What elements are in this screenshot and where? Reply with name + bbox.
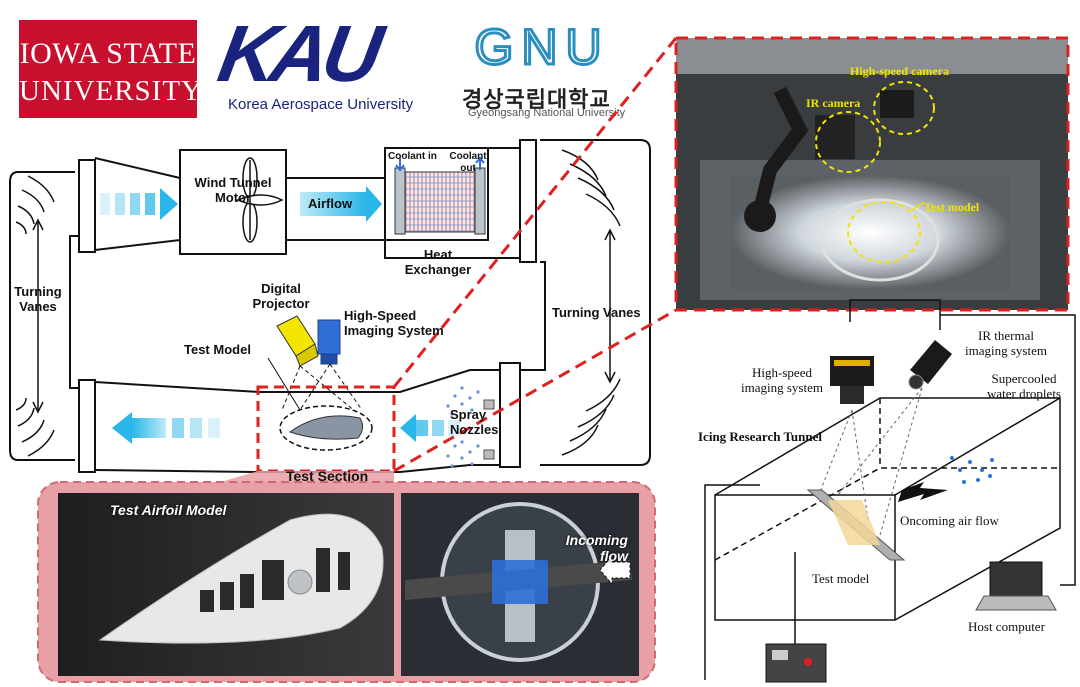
turning-vanes-arrows [32,218,616,414]
digital-projector-label: Digital Projector [252,281,310,311]
schematic-hidden-line [714,467,1060,561]
tunnel-photo-frame [674,36,1070,312]
gnu-logo-mark: GNU [473,20,609,72]
test-model-surface [828,500,880,545]
gnu-logo-korean: 경상국립대학교 [462,87,611,112]
spray-nozzle-icons [446,386,495,468]
water-droplets [950,456,994,484]
ir-camera-drawing [908,340,952,390]
heat-exchanger-header-left [394,167,406,235]
fan-icon [236,157,284,243]
high-speed-camera-drawing [830,356,874,404]
test-model-ellipse [279,405,373,451]
tunnel-right-wall [540,139,651,466]
oncoming-air-flow-label: Oncoming air flow [900,513,999,528]
ir-camera-photo-label: IR camera [806,96,861,110]
test-section-label: Test Section [286,468,369,484]
flow-arrow-top-mid [300,186,382,222]
laser-rays [819,387,923,536]
wind-tunnel-motor-label: Wind Tunnel Motor [194,175,272,205]
test-model-schematic-label: Test model [812,571,870,586]
left-cable [704,484,760,680]
high-speed-imaging-label: High-Speed Imaging System [344,308,444,338]
turning-vanes-right-label: Turning Vanes [552,305,641,320]
tunnel-flanges [78,139,537,473]
incoming-flow-photo [401,493,639,676]
tunnel-photo [676,38,1068,310]
tunnel-bottom-inner [94,369,500,393]
airflow-label: Airflow [308,196,353,211]
airfoil-icon [288,415,364,440]
icing-tunnel-schematic [704,299,1076,680]
supercooled-droplets-label: Supercooled water droplets [986,371,1061,401]
spray-nozzles-label: Spray Nozzles [450,407,499,437]
ir-thermal-imaging-label: IR thermal imaging system [965,328,1047,358]
flange-top-left [78,159,96,253]
isu-logo-line1: IOWA STATE [19,37,197,70]
heat-exchanger-core [394,171,486,233]
zoom-connectors [392,37,678,473]
flow-arrow-bottom-left [112,412,220,444]
gnu-logo-text: GNU [474,20,609,72]
power-supply-icon [765,643,827,683]
tunnel-right-inner [500,261,546,371]
tunnel-left-wall [9,171,75,461]
digital-projector-icon [276,315,319,367]
kau-logo-subtitle: Korea Aerospace University [228,96,414,113]
high-speed-camera-photo-label: High-speed camera [850,64,949,78]
host-cable [940,314,1076,586]
test-model-label: Test Model [184,342,251,357]
coolant-out-label: Coolant out [449,151,487,174]
high-speed-imaging-system-label: High-speed imaging system [741,365,823,395]
tunnel-left-inner [69,235,95,389]
host-computer-label: Host computer [968,619,1045,634]
coolant-in-arrow [395,158,405,172]
flow-arrow-top-left [100,188,178,220]
flange-bottom-right [499,362,521,468]
isu-logo-line2: UNIVERSITY [19,75,203,107]
flow-direction-arrow [898,482,948,502]
turning-vanes-arcs [15,149,621,457]
flange-bottom-left [78,379,96,473]
heat-exchanger-header-right [474,167,486,235]
coolant-out-arrow [475,156,485,170]
turning-vanes-left-label: Turning Vanes [14,284,62,314]
incoming-flow-label: Incoming flow [565,532,628,564]
coolant-in-label: Coolant in [388,151,437,162]
test-model-photo-label: Test model [924,200,980,214]
heat-exchanger-label: Heat Exchanger [404,247,472,277]
flange-top-right [519,139,537,263]
flow-arrow-bottom-right [400,414,460,442]
high-speed-camera-icon [317,319,341,365]
airfoil-photo [58,493,394,676]
laptop-icon [975,561,1057,611]
gnu-logo-english: Gyeongsang National University [468,107,626,119]
icing-research-tunnel-label: Icing Research Tunnel [698,429,823,444]
iowa-state-logo: IOWA STATE UNIVERSITY [19,20,203,118]
test-model-leader [267,357,301,411]
schematic-top-right [894,397,1061,496]
tunnel-bottom-outer [94,464,520,473]
test-airfoil-model-title: Test Airfoil Model [110,502,227,518]
